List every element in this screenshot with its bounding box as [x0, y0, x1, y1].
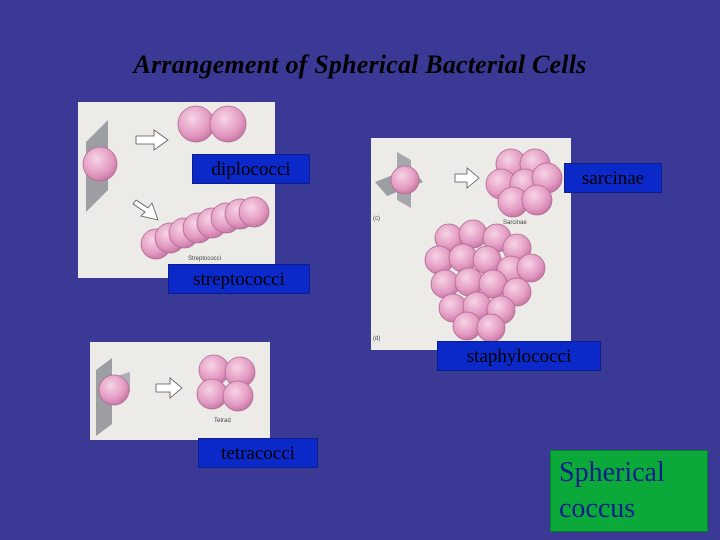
tag-streptococci: Streptococci: [188, 256, 222, 262]
tetrad-illustration: [96, 354, 256, 436]
diplo-strepto-illustration: [82, 105, 270, 260]
label-diplococci: diplococci: [192, 154, 310, 184]
figure-panel-diplo-strepto: Streptococci: [78, 102, 275, 278]
label-staphylococci: staphylococci: [437, 341, 601, 371]
tag-panel-c: (c): [373, 216, 380, 222]
tag-tetrad: Tetrad: [214, 418, 231, 424]
callout-text: Spherical coccus: [559, 455, 665, 527]
figure-panel-tetrad: Tetrad: [90, 342, 270, 440]
spherical-coccus-callout: Spherical coccus: [550, 450, 708, 532]
label-streptococci: streptococci: [168, 264, 310, 294]
sarcinae-staphylo-illustration: [375, 148, 563, 343]
callout-line-2: coccus: [559, 493, 636, 524]
figure-panel-sarcinae-staphylo: (c) Sarcinae (d): [371, 138, 571, 350]
tag-panel-d: (d): [373, 336, 381, 342]
page-title: Arrangement of Spherical Bacterial Cells: [133, 50, 587, 79]
callout-line-1: Spherical: [559, 457, 665, 488]
label-tetracocci: tetracocci: [198, 438, 318, 468]
tag-sarcinae: Sarcinae: [503, 220, 527, 226]
label-sarcinae: sarcinae: [564, 163, 662, 193]
